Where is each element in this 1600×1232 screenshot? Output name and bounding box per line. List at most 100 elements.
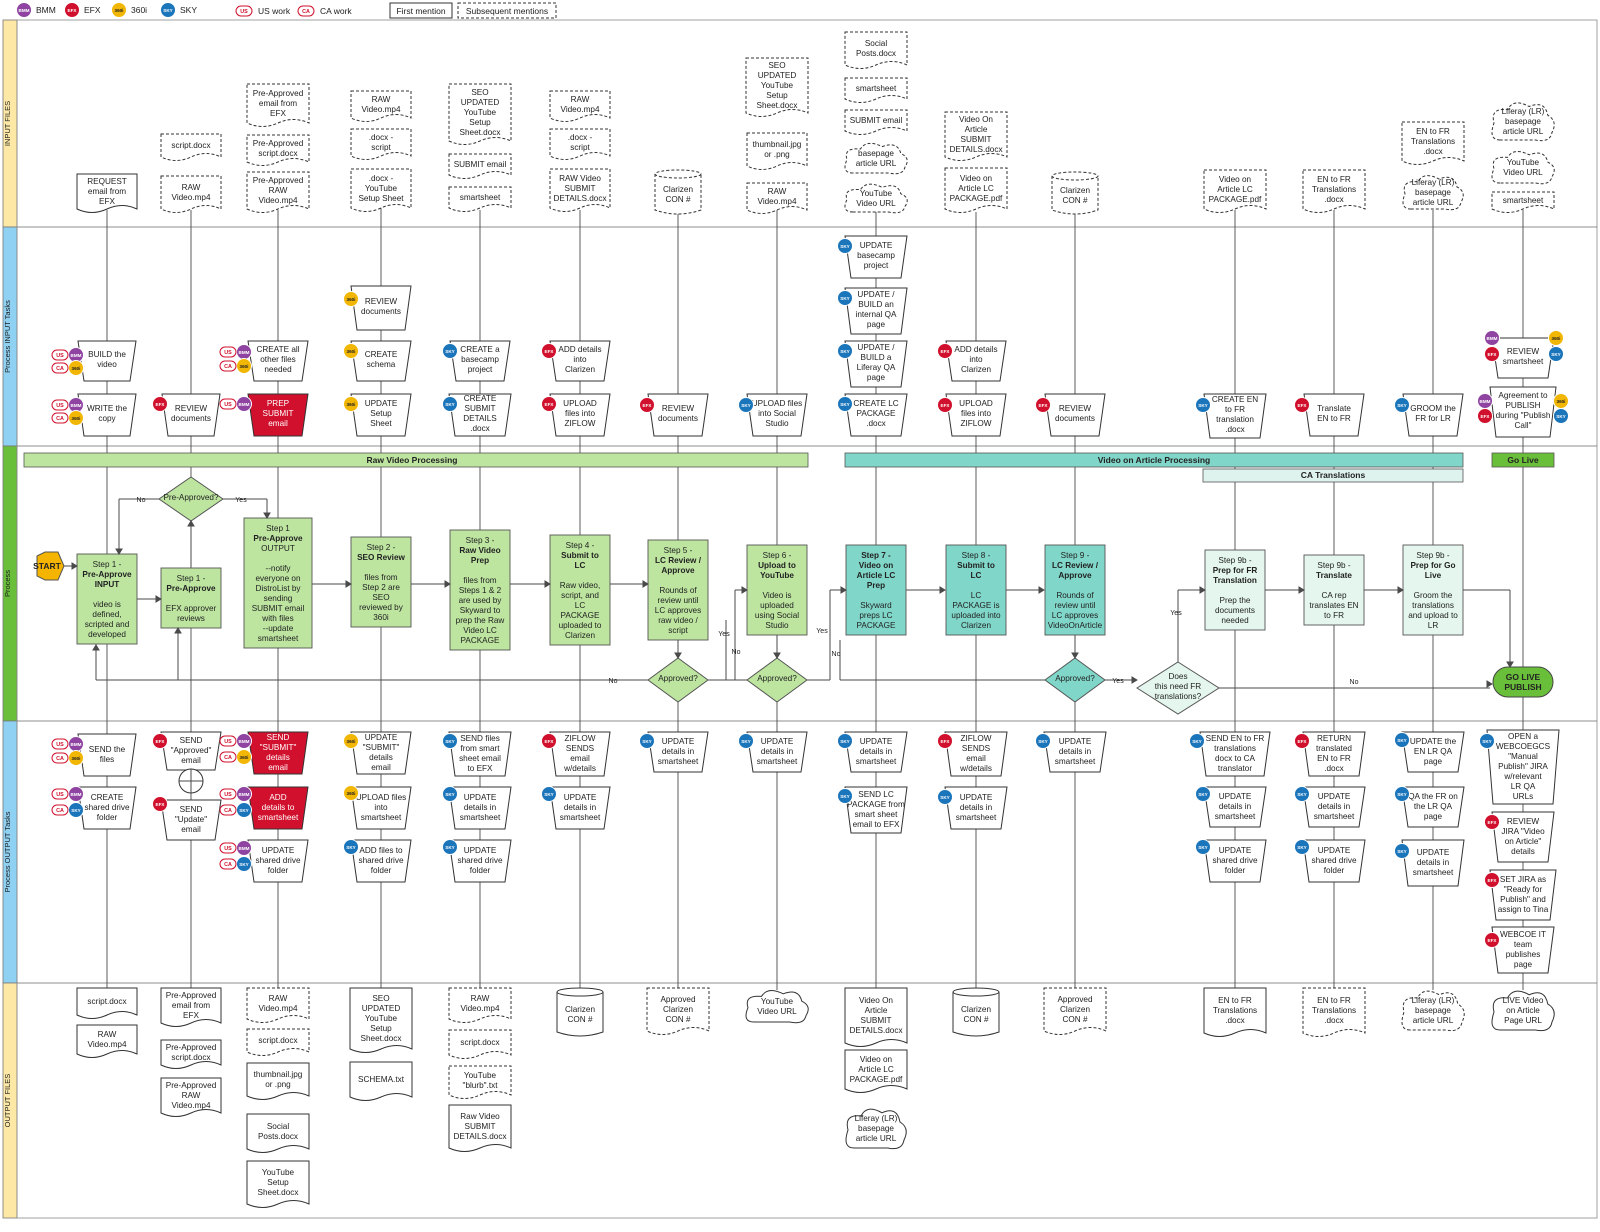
input-file-doc-line: EN to FR (1416, 127, 1450, 136)
output-task (1489, 869, 1557, 921)
input-task-line: Liferay QA (857, 363, 896, 372)
team-badge (541, 733, 557, 749)
input-task-line: GROOM the (1410, 404, 1456, 413)
arrow (1199, 586, 1206, 594)
output-task-line: to EFX (467, 764, 493, 773)
input-task (1044, 393, 1106, 437)
team-badge (1294, 397, 1310, 413)
input-file-doc (944, 167, 1008, 213)
input-task (449, 340, 511, 382)
input-file-database-line: CON # (665, 195, 690, 204)
input-file-doc-line: email from (259, 99, 297, 108)
process-step-line: Translation (1213, 576, 1257, 585)
arrow (1038, 586, 1045, 594)
output-task (1302, 786, 1366, 828)
team-badge-text: EFX (545, 349, 555, 354)
team-badge-text: EFX (1298, 739, 1308, 744)
team-badge (937, 733, 953, 749)
work-badge-text: US (224, 402, 232, 408)
arrow (642, 580, 649, 588)
input-task-line: UPDATE / (857, 290, 895, 299)
output-task-line: translations (1214, 744, 1256, 753)
output-file-doc (448, 1104, 512, 1152)
output-task (1401, 731, 1465, 773)
team-badge-text: EFX (545, 402, 555, 407)
team-badge (442, 786, 458, 802)
team-badge-text: SKY (1198, 403, 1207, 408)
input-file-doc (944, 111, 1008, 161)
output-file-doc-line: Clarizen (663, 1005, 693, 1014)
team-badge (738, 733, 754, 749)
arrow (674, 652, 682, 659)
input-task-line: WRITE the (87, 404, 127, 413)
output-file-url-line: YouTube (761, 997, 794, 1006)
input-file-url (844, 183, 908, 214)
output-task (350, 731, 412, 775)
output-task (549, 786, 611, 830)
process-step-line: with files (261, 614, 293, 623)
input-file-doc-line: Video on (1219, 175, 1252, 184)
output-file-doc (76, 1024, 138, 1058)
output-task-line: email (181, 756, 201, 765)
process-step-line: Step 2 - (367, 543, 396, 552)
team-badge-text: 360i (72, 756, 81, 761)
process-step-line: uploaded (760, 601, 794, 610)
output-task-line: REVIEW (1507, 817, 1540, 826)
output-file-doc-line: Setup (370, 1024, 392, 1033)
team-badge-text: SKY (1397, 738, 1406, 743)
team-badge (1294, 733, 1310, 749)
input-task (1489, 386, 1557, 438)
team-badge (1548, 330, 1564, 346)
team-badge (442, 733, 458, 749)
team-badge (1394, 843, 1410, 859)
input-task-line: internal QA (856, 310, 897, 319)
input-task-line: BUILD the (88, 350, 126, 359)
output-task-line: SET JIRA as (1500, 875, 1546, 884)
team-badge-text: EFX (643, 403, 653, 408)
team-badge (1035, 733, 1051, 749)
output-file-doc-line: Translations (1312, 1006, 1356, 1015)
lane-body (16, 982, 1598, 1219)
input-task-line: documents (361, 307, 401, 316)
arrow (939, 586, 946, 594)
output-task (1486, 729, 1560, 805)
team-badge-text: SKY (741, 739, 750, 744)
output-task-line: UPDATE (1059, 737, 1092, 746)
input-file-url-line: Video URL (856, 199, 896, 208)
input-task-line: UPLOAD (959, 399, 993, 408)
process-step-line: video is (93, 600, 121, 609)
input-task-line: FR for LR (1415, 414, 1451, 423)
process-step-box (1204, 549, 1266, 631)
team-badge-text: SKY (346, 845, 355, 850)
input-task-line: ZIFLOW (565, 419, 596, 428)
decision-line: Does (1168, 672, 1187, 681)
output-task-line: smartsheet (956, 813, 997, 822)
lane-label: INPUT FILES (3, 101, 12, 146)
input-task (1491, 337, 1555, 379)
process-step-box (243, 517, 313, 649)
input-file-database-top (1051, 171, 1099, 181)
output-file-doc-line: thumbnail.jpg (254, 1070, 303, 1079)
input-file-url-line: Liferay (LR) (1412, 178, 1455, 187)
arrow (1506, 661, 1514, 668)
process-step-line: Translate (1316, 571, 1352, 580)
output-task (350, 839, 412, 883)
team-badge-text: SKY (940, 795, 949, 800)
process-step-line: Approve (1058, 571, 1092, 580)
input-file-doc-line: YouTube (464, 108, 497, 117)
output-file-database (952, 992, 1000, 1037)
team-badge-text: EFX (941, 403, 951, 408)
output-file-doc-line: Video.mp4 (172, 1101, 211, 1110)
output-task (1401, 786, 1465, 828)
process-step-box (350, 536, 412, 628)
team-badge-text: SKY (840, 349, 849, 354)
output-task (647, 731, 709, 773)
output-task (1302, 731, 1366, 777)
team-badge-text: BMM (239, 350, 250, 355)
phase-ca-translations-label: CA Translations (1301, 470, 1366, 480)
process-step-line: LC (971, 591, 982, 600)
work-badge (51, 349, 69, 361)
legend-ca-badge (297, 5, 315, 17)
output-task-line: shared drive (1212, 856, 1258, 865)
